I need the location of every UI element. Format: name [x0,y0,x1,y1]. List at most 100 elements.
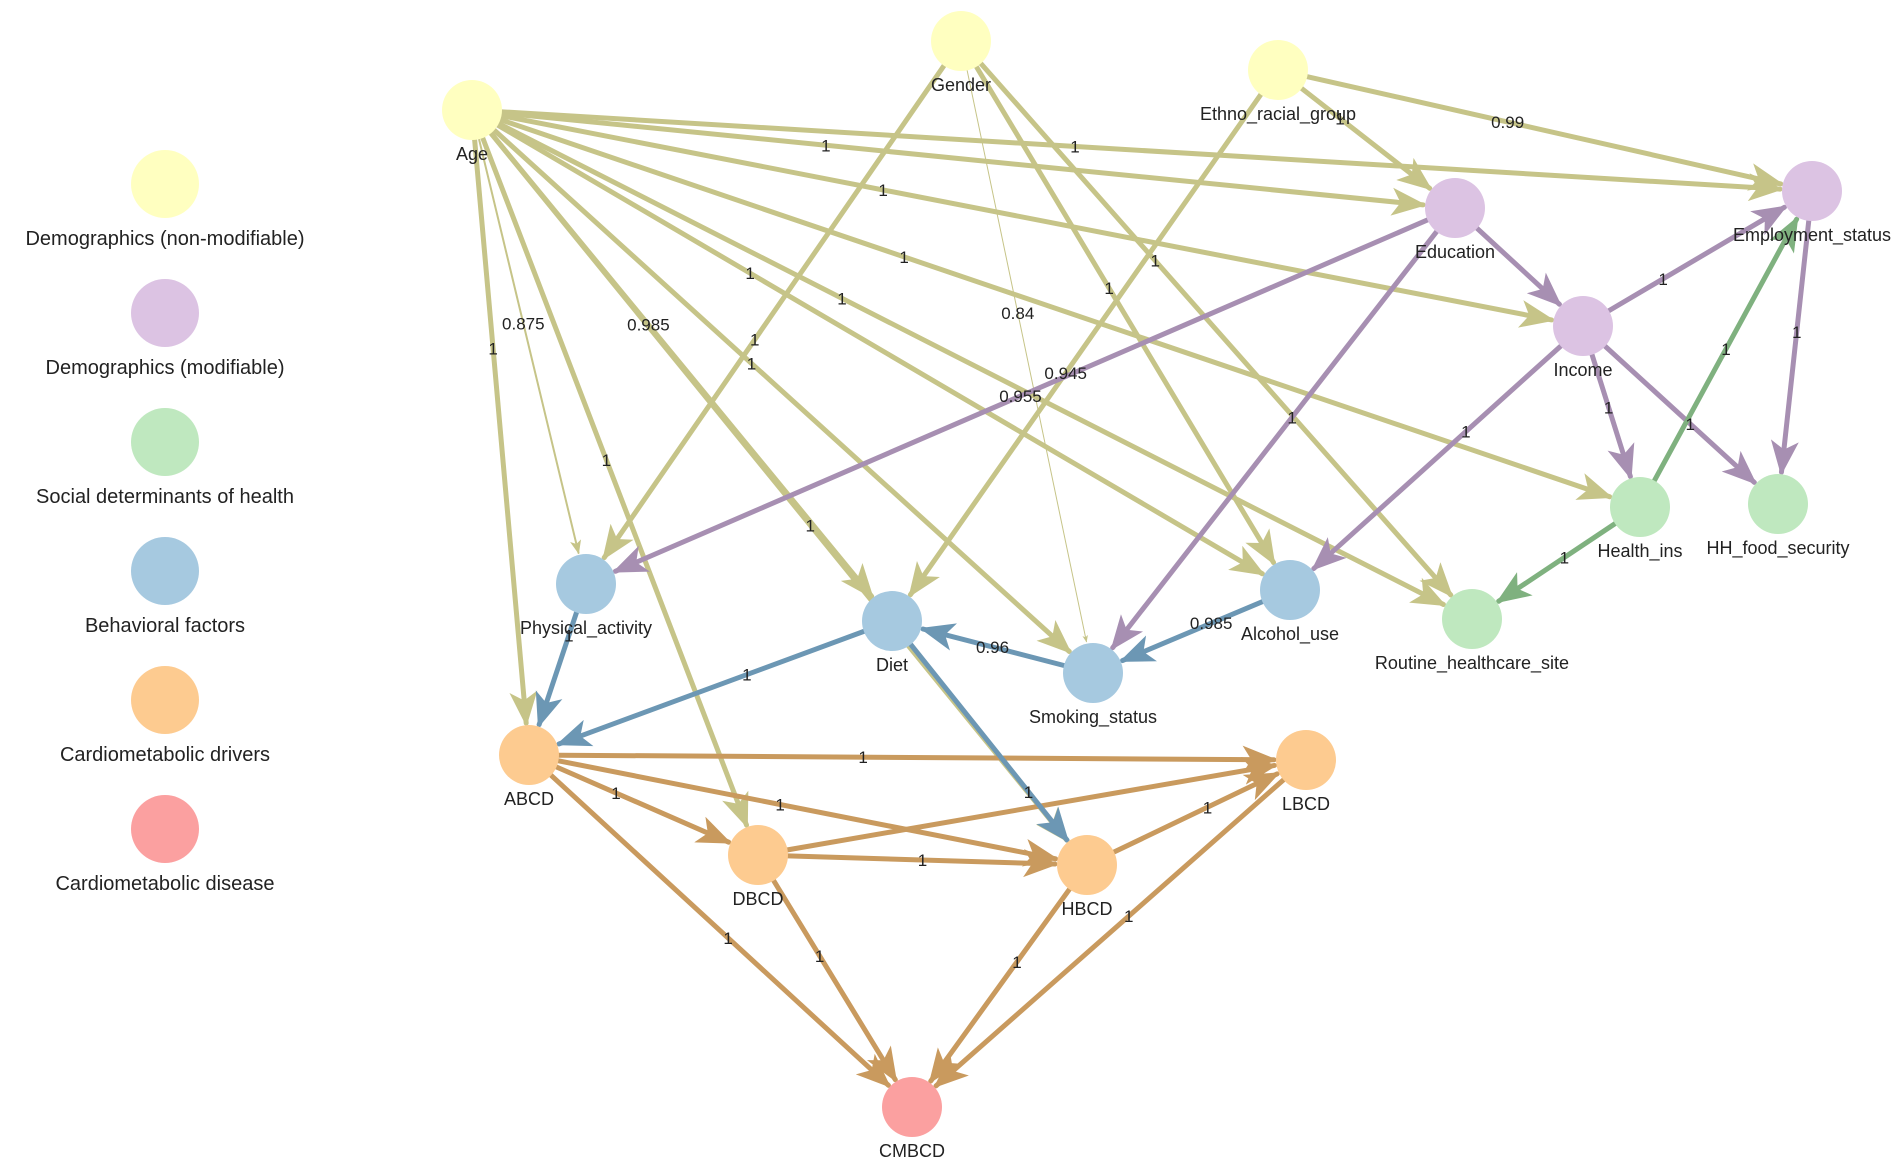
node-circle[interactable] [1063,643,1123,703]
edge-ethno_racial_group-to-education [1299,85,1433,191]
edge-hbcd-to-lbcd [1111,771,1281,855]
edge-weight-label: 0.955 [999,387,1042,406]
edge-age-to-abcd [472,137,538,727]
legend-swatch-icon [131,537,199,605]
node-lbcd[interactable]: LBCD [1276,730,1336,814]
edge-weight-label: 1 [488,340,497,359]
node-circle[interactable] [1610,477,1670,537]
edge-abcd-to-cmbcd [548,772,892,1088]
node-label: Age [456,144,488,164]
node-circle[interactable] [1748,474,1808,534]
node-label: Education [1415,242,1495,262]
node-circle[interactable] [556,554,616,614]
legend-label: Behavioral factors [84,615,246,637]
edge-weight-label: 1 [1203,798,1212,817]
node-hh-food-security[interactable]: HH_food_security [1706,474,1850,559]
edge-gender-to-smoking_status [966,69,1088,643]
edge-weight-label: 0.84 [1001,304,1034,323]
edge-employment_status-to-hh_food_security [1770,218,1812,476]
legend-item-demographics-modifiable: Demographics (modifiable) [0,279,330,429]
node-circle[interactable] [862,591,922,651]
node-abcd[interactable]: ABCD [499,725,559,809]
node-label: Routine_healthcare_site [1375,653,1569,674]
node-circle[interactable] [882,1077,942,1137]
edge-smoking_status-to-diet [919,623,1067,668]
node-dbcd[interactable]: DBCD [728,825,788,909]
edge-education-to-income [1474,225,1563,307]
edge-weight-label: 0.985 [1190,614,1233,633]
node-routine-healthcare-site[interactable]: Routine_healthcare_site [1375,589,1569,674]
legend-item-social-determinants: Social determinants of health [0,408,330,558]
edge-weight-label: 1 [602,451,611,470]
node-employment-status[interactable]: Employment_status [1733,161,1891,246]
legend-item-cardiometabolic-disease: Cardiometabolic disease [0,795,330,945]
edge-weight-label: 1 [745,264,754,283]
node-label: Smoking_status [1029,707,1157,728]
edge-dbcd-to-hbcd [785,849,1059,878]
node-label: HH_food_security [1706,538,1849,559]
node-education[interactable]: Education [1415,178,1495,262]
node-label: Gender [931,75,991,95]
node-label: DBCD [732,889,783,909]
node-label: CMBCD [879,1141,945,1161]
node-label: HBCD [1061,899,1112,919]
edge-weight-label: 0.945 [1044,364,1087,383]
node-diet[interactable]: Diet [862,591,922,675]
node-circle[interactable] [1782,161,1842,221]
edge-weight-label: 1 [815,947,824,966]
edge-weight-label: 1 [1104,279,1113,298]
edge-labels-layer: 11110.875110.985111110.84110.9910.9450.9… [488,109,1801,971]
node-circle[interactable] [1425,178,1485,238]
node-label: LBCD [1282,794,1330,814]
node-gender[interactable]: Gender [931,11,991,95]
node-circle[interactable] [1276,730,1336,790]
edge-hbcd-to-cmbcd [928,886,1072,1084]
node-ethno-racial-group[interactable]: Ethno_racial_group [1200,40,1356,125]
edge-abcd-to-hbcd [555,758,1060,867]
edge-weight-label: 1 [1150,252,1159,271]
node-circle[interactable] [931,11,991,71]
edge-weight-label: 0.985 [627,316,670,335]
node-alcohol-use[interactable]: Alcohol_use [1241,560,1339,645]
node-smoking-status[interactable]: Smoking_status [1029,643,1157,728]
edge-weight-label: 1 [564,626,573,645]
node-label: Physical_activity [520,618,652,639]
edge-weight-label: 1 [1024,783,1033,802]
node-circle[interactable] [442,80,502,140]
edge-weight-label: 1 [750,331,759,350]
edge-weight-label: 1 [1070,137,1079,156]
node-circle[interactable] [1248,40,1308,100]
node-circle[interactable] [1260,560,1320,620]
edge-weight-label: 1 [742,666,751,685]
node-health-ins[interactable]: Health_ins [1597,477,1683,562]
edge-health_ins-to-routine_healthcare_site [1495,521,1618,604]
node-cmbcd[interactable]: CMBCD [879,1077,945,1161]
edge-income-to-health_ins [1589,352,1635,480]
edge-gender-to-routine_healthcare_site [978,60,1454,598]
node-circle[interactable] [499,725,559,785]
edge-income-to-hh_food_security [1602,343,1757,485]
edge-weight-label: 1 [775,796,784,815]
edge-ethno_racial_group-to-diet [907,92,1264,598]
edge-alcohol_use-to-smoking_status [1119,599,1265,664]
node-physical-activity[interactable]: Physical_activity [520,554,652,639]
node-circle[interactable] [1553,296,1613,356]
node-circle[interactable] [1442,589,1502,649]
legend-label: Demographics (modifiable) [45,357,285,379]
node-hbcd[interactable]: HBCD [1057,835,1117,919]
node-label: ABCD [504,789,554,809]
edge-weight-label: 1 [1560,548,1569,567]
node-circle[interactable] [728,825,788,885]
edges-layer [472,60,1812,1089]
legend-item-cardiometabolic-drivers: Cardiometabolic drivers [0,666,330,816]
edge-diet-to-abcd [555,628,867,747]
node-age[interactable]: Age [442,80,502,164]
node-label: Employment_status [1733,225,1891,246]
edge-weight-label: 1 [1461,423,1470,442]
node-circle[interactable] [1057,835,1117,895]
edge-age-to-alcohol_use [495,122,1266,577]
edge-weight-label: 1 [821,136,830,155]
edge-weight-label: 1 [611,784,620,803]
node-income[interactable]: Income [1553,296,1613,380]
